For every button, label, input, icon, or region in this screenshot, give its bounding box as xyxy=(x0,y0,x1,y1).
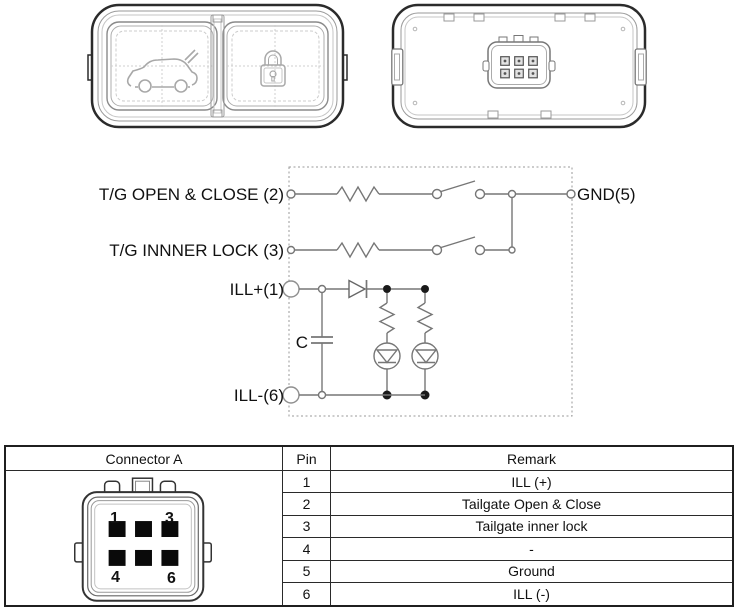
col-header-remark: Remark xyxy=(331,447,732,471)
label-capacitor: C xyxy=(296,333,308,352)
tailgate-lock-button-area xyxy=(222,21,329,111)
switch-back-view-drawing xyxy=(391,3,647,129)
tg-inner-lock-branch xyxy=(286,236,516,259)
capacitor-symbol xyxy=(311,292,333,392)
remark-cell: Ground xyxy=(331,561,732,583)
pin-cell: 5 xyxy=(283,560,331,583)
remark-cell: ILL (+) xyxy=(331,471,732,494)
resistor-symbol xyxy=(336,185,380,203)
pin-cell: 1 xyxy=(283,471,331,494)
connector-socket-drawing xyxy=(482,35,556,89)
circuit-schematic: T/G OPEN & CLOSE (2) T/G INNNER LOCK (3)… xyxy=(99,166,636,417)
label-ill-minus: ILL-(6) xyxy=(234,386,284,405)
connector-a-pins xyxy=(108,520,179,566)
label-tg-open-close: T/G OPEN & CLOSE (2) xyxy=(99,185,284,204)
connector-a-drawing-cell: 1 3 4 6 xyxy=(6,471,283,606)
padlock-icon xyxy=(260,50,286,87)
resistor-symbol xyxy=(378,302,396,334)
pin-cell: 2 xyxy=(283,493,331,516)
pin-assignment-table: Connector A Pin Remark xyxy=(4,445,734,608)
illumination-branch xyxy=(282,279,439,404)
connector-a-drawing: 1 3 4 6 xyxy=(74,477,213,602)
pin-cell: 6 xyxy=(283,582,331,606)
pin-6-label: 6 xyxy=(167,570,176,587)
pin-1-label: 1 xyxy=(110,510,119,527)
resistor-symbol xyxy=(336,241,380,259)
led-symbol xyxy=(373,342,401,370)
switch-lever xyxy=(440,236,476,249)
switch-lever xyxy=(440,180,476,193)
remark-cell: - xyxy=(331,538,732,561)
pin-cell: 4 xyxy=(283,538,331,561)
label-tg-inner-lock: T/G INNNER LOCK (3) xyxy=(109,241,284,260)
pin-cell: 3 xyxy=(283,515,331,539)
col-header-connector-a: Connector A xyxy=(6,447,283,471)
remark-cell: ILL (-) xyxy=(513,586,550,603)
tg-open-close-branch xyxy=(286,180,576,247)
tailgate-open-button-area xyxy=(106,21,218,111)
pin-3-label: 3 xyxy=(165,510,174,527)
diode-symbol xyxy=(348,279,367,299)
remark-cell: Tailgate Open & Close xyxy=(331,493,732,516)
led-symbol xyxy=(411,342,439,370)
resistor-symbol xyxy=(416,302,434,334)
pin-4-label: 4 xyxy=(111,569,120,586)
label-gnd: GND(5) xyxy=(577,185,636,204)
suv-tailgate-icon xyxy=(126,49,199,93)
label-ill-plus: ILL+(1) xyxy=(230,280,284,299)
switch-front-view-drawing xyxy=(87,3,348,129)
schematic-dotted-boundary xyxy=(288,166,573,417)
col-header-pin: Pin xyxy=(283,447,331,471)
remark-cell: Tailgate inner lock xyxy=(331,516,732,539)
